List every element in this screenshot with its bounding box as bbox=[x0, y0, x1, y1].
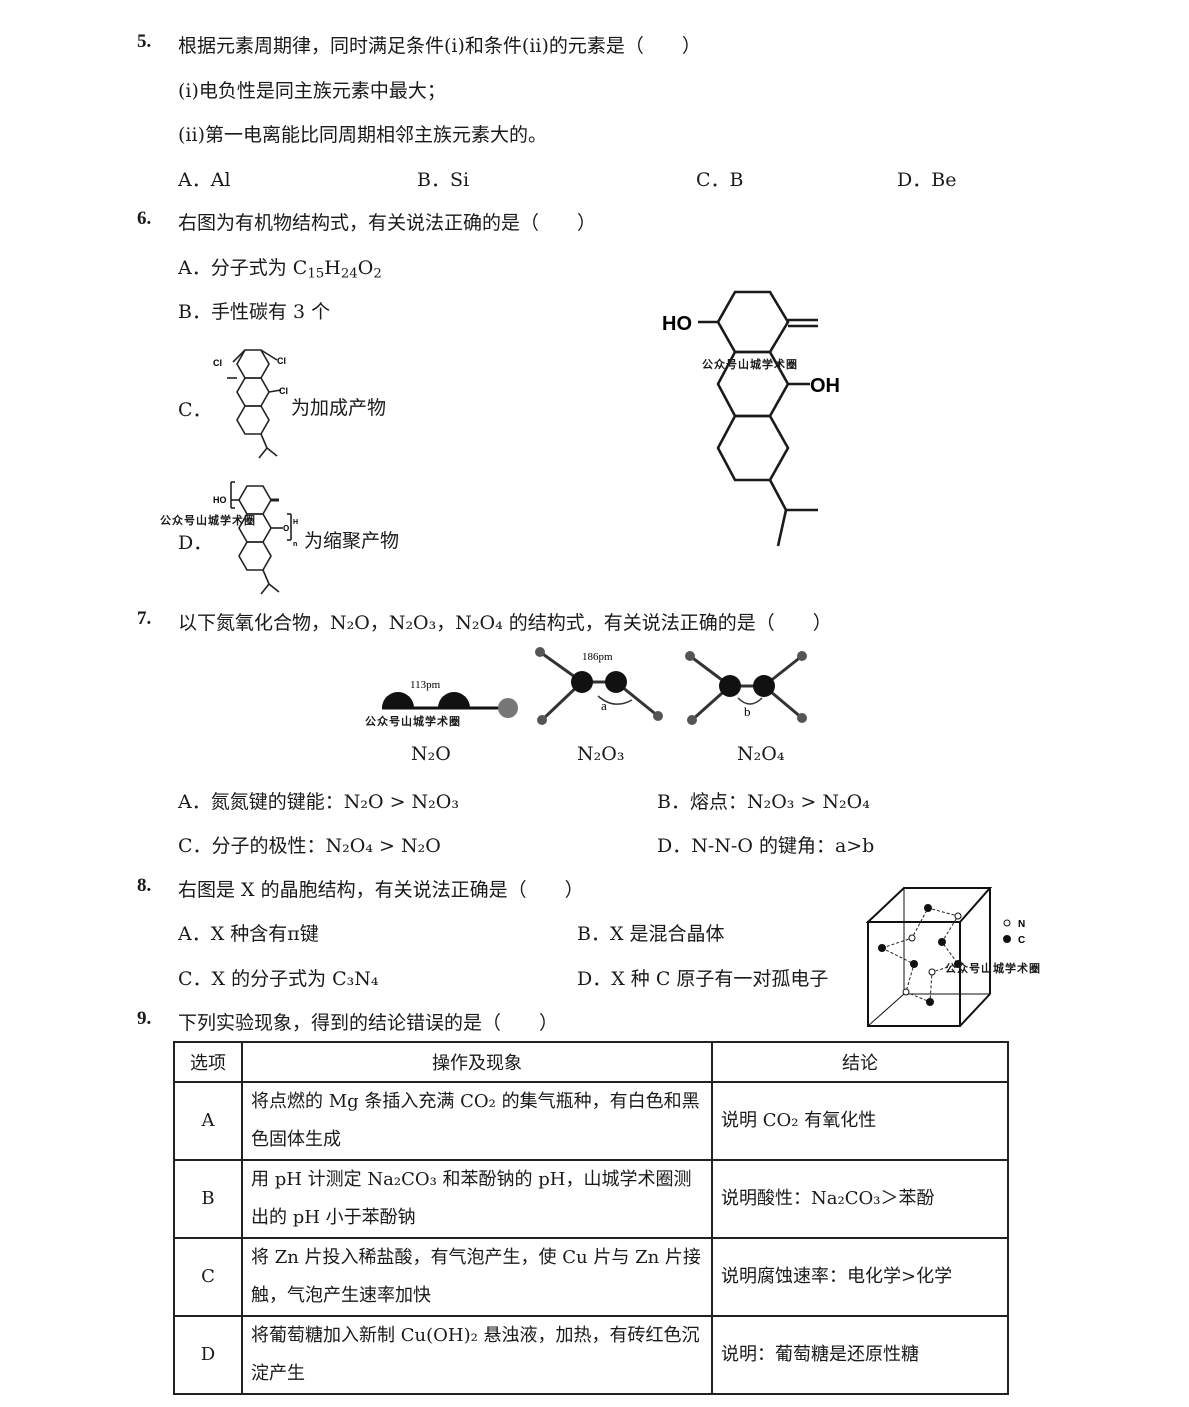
cl-label: Cl bbox=[213, 358, 222, 368]
table-header-operation: 操作及现象 bbox=[241, 1041, 713, 1083]
n2o4-caption: N₂O₄ bbox=[737, 743, 785, 765]
row-option: B bbox=[173, 1159, 243, 1239]
q9-number: 9. bbox=[137, 1008, 152, 1029]
table-row: B 用 pH 计测定 Na₂CO₃ 和苯酚钠的 pH，山城学术圈测出的 pH 小… bbox=[173, 1159, 1009, 1239]
row-operation: 将 Zn 片投入稀盐酸，有气泡产生，使 Cu 片与 Zn 片接触，气泡产生速率加… bbox=[241, 1237, 713, 1317]
q6-option-d-label: D． bbox=[178, 532, 213, 554]
table-row: A 将点燃的 Mg 条插入充满 CO₂ 的集气瓶种，有白色和黑色固体生成 说明 … bbox=[173, 1081, 1009, 1161]
q6-option-b: B．手性碳有 3 个 bbox=[178, 301, 331, 323]
cl-label: Cl bbox=[279, 386, 288, 396]
q8-option-d: D．X 种 C 原子有一对孤电子 bbox=[577, 968, 829, 990]
q7-stem: 以下氮氧化合物，N₂O，N₂O₃，N₂O₄ 的结构式，有关说法正确的是（ ） bbox=[178, 612, 832, 634]
q7-number: 7. bbox=[137, 608, 152, 629]
q6-option-a: A．分子式为 C15H24O2 bbox=[178, 257, 382, 282]
q7-molecule-figure: 113pm 186pm a b bbox=[382, 647, 807, 725]
q9-stem: 下列实验现象，得到的结论错误的是（ ） bbox=[178, 1012, 559, 1034]
row-option: C bbox=[173, 1237, 243, 1317]
n2o3-caption: N₂O₃ bbox=[577, 743, 625, 765]
q6-option-c-text: 为加成产物 bbox=[291, 397, 387, 419]
bond-length-label: 186pm bbox=[582, 651, 613, 663]
q7-option-a: A．氮氮键的键能：N₂O > N₂O₃ bbox=[178, 791, 459, 813]
bond-length-label: 113pm bbox=[410, 679, 441, 691]
q6-stem: 右图为有机物结构式，有关说法正确的是（ ） bbox=[178, 212, 597, 234]
oh-label: OH bbox=[810, 375, 840, 397]
q6-option-c-structure: Cl Cl Cl bbox=[213, 349, 288, 459]
ho-label: HO bbox=[662, 313, 692, 335]
h-label: H bbox=[293, 519, 298, 526]
ho-label: HO bbox=[213, 495, 227, 505]
q8-unit-cell-figure: N C bbox=[865, 887, 1025, 1027]
q8-option-b: B．X 是混合晶体 bbox=[577, 923, 725, 945]
row-operation: 用 pH 计测定 Na₂CO₃ 和苯酚钠的 pH，山城学术圈测出的 pH 小于苯… bbox=[241, 1159, 713, 1239]
q5-condition-2: (ii)第一电离能比同周期相邻主族元素大的。 bbox=[178, 124, 547, 146]
table-header-conclusion: 结论 bbox=[711, 1041, 1009, 1083]
q6-number: 6. bbox=[137, 208, 152, 229]
n2o-model bbox=[382, 692, 518, 718]
row-operation: 将点燃的 Mg 条插入充满 CO₂ 的集气瓶种，有白色和黑色固体生成 bbox=[241, 1081, 713, 1161]
q5-option-c: C．B bbox=[696, 169, 744, 191]
table-row: C 将 Zn 片投入稀盐酸，有气泡产生，使 Cu 片与 Zn 片接触，气泡产生速… bbox=[173, 1237, 1009, 1317]
q6-main-structure: HO OH bbox=[662, 290, 840, 547]
q5-number: 5. bbox=[137, 31, 152, 52]
q9-experiment-table: 选项 操作及现象 结论 A 将点燃的 Mg 条插入充满 CO₂ 的集气瓶种，有白… bbox=[173, 1041, 1009, 1395]
q6-option-d-structure: HO O H n bbox=[213, 481, 298, 595]
legend-n: N bbox=[1018, 919, 1025, 930]
table-header-option: 选项 bbox=[173, 1041, 243, 1083]
row-conclusion: 说明腐蚀速率：电化学>化学 bbox=[711, 1237, 1009, 1317]
q6-option-d-text: 为缩聚产物 bbox=[304, 530, 400, 552]
q5-condition-1: (i)电负性是同主族元素中最大； bbox=[178, 80, 446, 102]
q8-stem: 右图是 X 的晶胞结构，有关说法正确是（ ） bbox=[178, 879, 584, 901]
watermark: 公众号山城学术圈 bbox=[702, 358, 798, 371]
row-conclusion: 说明：葡萄糖是还原性糖 bbox=[711, 1315, 1009, 1395]
q8-number: 8. bbox=[137, 875, 152, 896]
q8-option-c: C．X 的分子式为 C₃N₄ bbox=[178, 968, 379, 990]
q5-option-b: B．Si bbox=[417, 169, 470, 191]
n-label: n bbox=[293, 541, 297, 548]
row-operation: 将葡萄糖加入新制 Cu(OH)₂ 悬浊液，加热，有砖红色沉淀产生 bbox=[241, 1315, 713, 1395]
q5-option-d: D．Be bbox=[897, 169, 957, 191]
row-option: D bbox=[173, 1315, 243, 1395]
q7-option-b: B．熔点：N₂O₃ > N₂O₄ bbox=[657, 791, 870, 813]
watermark: 公众号山城学术圈 bbox=[160, 514, 256, 527]
row-conclusion: 说明 CO₂ 有氧化性 bbox=[711, 1081, 1009, 1161]
q6-option-c-label: C． bbox=[178, 399, 212, 421]
watermark: 公众号山城学术圈 bbox=[945, 962, 1041, 975]
angle-b-label: b bbox=[744, 704, 751, 719]
row-option: A bbox=[173, 1081, 243, 1161]
table-row: D 将葡萄糖加入新制 Cu(OH)₂ 悬浊液，加热，有砖红色沉淀产生 说明：葡萄… bbox=[173, 1315, 1009, 1395]
cl-label: Cl bbox=[277, 356, 286, 366]
q5-option-a: A．Al bbox=[178, 169, 231, 191]
watermark: 公众号山城学术圈 bbox=[365, 715, 461, 728]
row-conclusion: 说明酸性：Na₂CO₃＞苯酚 bbox=[711, 1159, 1009, 1239]
angle-a-label: a bbox=[601, 698, 607, 713]
table-header-row: 选项 操作及现象 结论 bbox=[173, 1041, 1009, 1083]
legend-c: C bbox=[1018, 935, 1025, 946]
q5-stem: 根据元素周期律，同时满足条件(i)和条件(ii)的元素是（ ） bbox=[178, 35, 701, 57]
q7-option-d: D．N-N-O 的键角：a>b bbox=[657, 835, 875, 857]
o-label: O bbox=[283, 524, 289, 533]
q7-option-c: C．分子的极性：N₂O₄ > N₂O bbox=[178, 835, 441, 857]
n2o-caption: N₂O bbox=[411, 743, 451, 765]
q8-option-a: A．X 种含有π键 bbox=[178, 923, 319, 945]
